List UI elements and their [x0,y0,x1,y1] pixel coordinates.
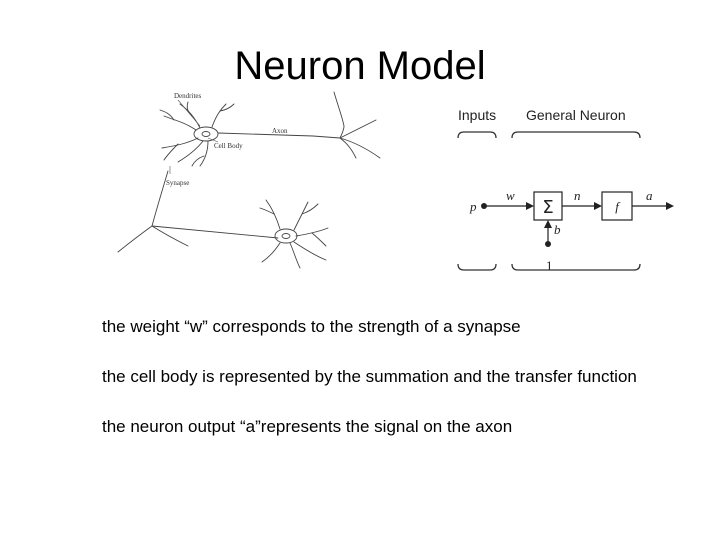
summation-symbol: Σ [542,197,553,218]
inputs-top-bracket [457,131,497,139]
upper-neuron-sketch [159,91,381,167]
bias-input-one: 1 [546,258,553,273]
bullet-output: the neuron output “a”represents the sign… [102,417,513,436]
transfer-function-box [601,191,633,221]
bullet-cell-body: the cell body is represented by the summ… [102,367,637,386]
cell-body-label: Cell Body [214,142,243,150]
slide-title: Neuron Model [234,44,486,88]
neuron-top-bracket [511,131,641,139]
biological-neuron-figure: Dendrites Axon Cell Body Synapse [117,91,381,269]
axon-label: Axon [272,127,288,135]
net-input-arrowhead [594,202,602,210]
input-p-label: p [469,199,477,214]
inputs-bottom-bracket [457,263,497,271]
output-a-label: a [646,188,653,203]
neuron-bottom-bracket [511,263,641,271]
explanation-list: the weight “w” corresponds to the streng… [102,316,662,466]
inputs-label: Inputs [458,107,496,123]
general-neuron-diagram: Inputs General Neuron p w Σ n f a b 1 [457,107,674,273]
bullet-weight: the weight “w” corresponds to the streng… [102,317,521,336]
output-arrowhead [666,202,674,210]
weight-arrowhead [526,202,534,210]
synapse-label: Synapse [166,179,189,187]
net-input-n-label: n [574,188,581,203]
transfer-function-f: f [615,199,621,214]
general-neuron-label: General Neuron [526,107,626,123]
weight-w-label: w [506,188,515,203]
sketch-label-lines [169,99,219,174]
lower-neuron-sketch [117,170,329,269]
bias-arrowhead [544,220,552,228]
bias-b-label: b [554,222,561,237]
dendrites-label: Dendrites [174,92,201,100]
